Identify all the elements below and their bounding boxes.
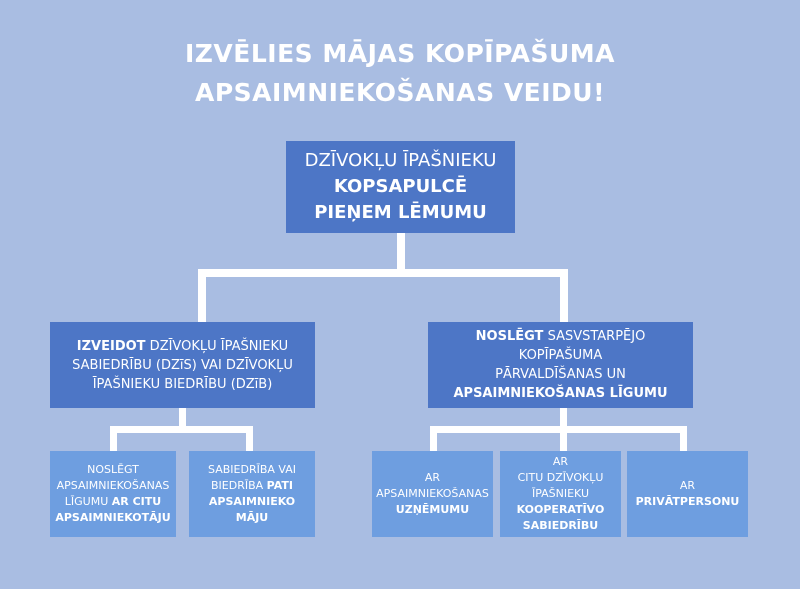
option-box-sign-agreement: NOSLĒGT SASVSTARPĒJO KOPĪPAŠUMA PĀRVALDĪ… bbox=[428, 322, 693, 408]
connector-right-drop-2 bbox=[560, 426, 567, 451]
option-self-manage: SABIEDRĪBA VAI BIEDRĪBA PATI APSAIMNIEKO… bbox=[189, 451, 315, 537]
right-bold: NOSLĒGT bbox=[475, 329, 544, 344]
connector-right-bar bbox=[430, 426, 687, 433]
left-bold: IZVEIDOT bbox=[76, 338, 146, 354]
o2-l2: BIEDRĪBA bbox=[211, 479, 267, 492]
option-other-manager: NOSLĒGT APSAIMNIEKOŠANAS LĪGUMU AR CITU … bbox=[50, 451, 176, 537]
right-line-1: NOSLĒGT SASVSTARPĒJO KOPĪPAŠUMA bbox=[438, 327, 683, 365]
page-title: IZVĒLIES MĀJAS KOPĪPAŠUMA APSAIMNIEKOŠAN… bbox=[0, 34, 800, 112]
o1-b2: APSAIMNIEKOTĀJU bbox=[55, 511, 171, 524]
o2-b1: PATI bbox=[266, 479, 293, 492]
o4-l1: AR bbox=[552, 455, 569, 468]
left-text-2: SABIEDRĪBU (DZīS) VAI DZĪVOKĻU bbox=[72, 357, 293, 373]
left-text-1: DZĪVOKĻU ĪPAŠNIEKU bbox=[145, 338, 289, 354]
o2-b2: APSAIMNIEKO bbox=[208, 495, 296, 508]
o2-l1: SABIEDRĪBA VAI bbox=[208, 463, 296, 476]
o4-b1: KOOPERATĪVO bbox=[516, 503, 605, 516]
o1-b1: AR CITU bbox=[111, 495, 162, 508]
connector-left-stem bbox=[179, 408, 186, 432]
option-management-company: AR APSAIMNIEKOŠANAS UZŅĒMUMU bbox=[372, 451, 493, 537]
o1-l3: LĪGUMU bbox=[64, 495, 112, 508]
connector-top-right-drop bbox=[560, 269, 568, 322]
right-text-1: SASVSTARPĒJO KOPĪPAŠUMA bbox=[518, 329, 646, 363]
connector-top-bar bbox=[198, 269, 568, 277]
top-line-1: DZĪVOKĻU ĪPAŠNIEKU bbox=[304, 150, 497, 171]
o4-b2: SABIEDRĪBU bbox=[522, 519, 599, 532]
right-bold-2: APSAIMNIEKOŠANAS LĪGUMU bbox=[453, 386, 668, 401]
connector-left-bar bbox=[110, 426, 253, 433]
o4-l2: CITU DZĪVOKĻU bbox=[517, 471, 604, 484]
option-cooperative-society: AR CITU DZĪVOKĻU ĪPAŠNIEKU KOOPERATĪVO S… bbox=[500, 451, 621, 537]
option-box-create-society: IZVEIDOT DZĪVOKĻU ĪPAŠNIEKU SABIEDRĪBU (… bbox=[50, 322, 315, 408]
left-line-1: IZVEIDOT DZĪVOKĻU ĪPAŠNIEKU bbox=[77, 337, 288, 356]
connector-left-drop-2 bbox=[246, 426, 253, 451]
top-line-3: PIEŅEM LĒMUMU bbox=[314, 202, 487, 223]
connector-right-drop-3 bbox=[680, 426, 687, 451]
option-private-person: AR PRIVĀTPERSONU bbox=[627, 451, 748, 537]
connector-top-stem bbox=[397, 233, 405, 275]
o4-l3: ĪPAŠNIEKU bbox=[531, 487, 590, 500]
o1-l3-row: LĪGUMU AR CITU bbox=[65, 494, 161, 510]
o5-b1: PRIVĀTPERSONU bbox=[635, 495, 740, 508]
connector-right-stem bbox=[560, 408, 567, 432]
top-line-2: KOPSAPULCĒ bbox=[333, 176, 468, 197]
decision-box-general-meeting: DZĪVOKĻU ĪPAŠNIEKU KOPSAPULCĒ PIEŅEM LĒM… bbox=[286, 141, 515, 233]
o3-l1: AR bbox=[424, 471, 441, 484]
o5-l1: AR bbox=[679, 479, 696, 492]
left-text-3: ĪPAŠNIEKU BIEDRĪBU (DZīB) bbox=[92, 376, 273, 392]
o1-l1: NOSLĒGT bbox=[87, 463, 139, 476]
right-text-2: PĀRVALDĪŠANAS UN bbox=[495, 367, 626, 382]
o2-b3: MĀJU bbox=[235, 511, 269, 524]
o3-b1: UZŅĒMUMU bbox=[395, 503, 470, 516]
o3-l2: APSAIMNIEKOŠANAS bbox=[376, 487, 489, 500]
title-line-1: IZVĒLIES MĀJAS KOPĪPAŠUMA bbox=[185, 39, 615, 68]
connector-left-drop-1 bbox=[110, 426, 117, 451]
o2-l2-row: BIEDRĪBA PATI bbox=[211, 478, 293, 494]
connector-top-left-drop bbox=[198, 269, 206, 322]
o1-l2: APSAIMNIEKOŠANAS bbox=[56, 479, 170, 492]
title-line-2: APSAIMNIEKOŠANAS VEIDU! bbox=[194, 78, 606, 107]
connector-right-drop-1 bbox=[430, 426, 437, 451]
